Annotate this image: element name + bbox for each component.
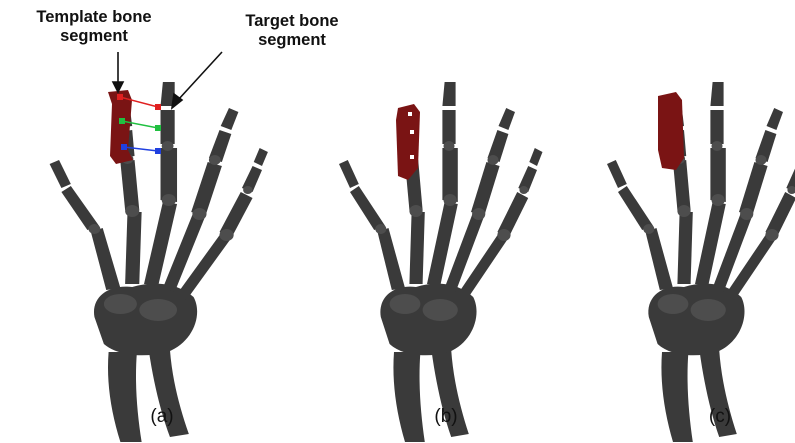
- template-callout-line1: Template bone: [6, 8, 182, 27]
- panel-c-hand: [607, 82, 795, 442]
- panel-label-a: (a): [122, 406, 202, 428]
- template-callout-line2: segment: [6, 27, 182, 46]
- registered-bone-segment-c: [658, 92, 684, 170]
- panel-label-c: (c): [680, 406, 760, 428]
- template-bone-callout: Template bone segment: [6, 8, 182, 46]
- panel-b-hand: [339, 82, 543, 442]
- template-bone-segment: [108, 90, 133, 164]
- panel-a-hand: [50, 82, 268, 442]
- target-callout-line2: segment: [222, 31, 362, 50]
- target-bone-callout: Target bone segment: [222, 12, 362, 50]
- panel-label-b: (b): [406, 406, 486, 428]
- target-callout-line1: Target bone: [222, 12, 362, 31]
